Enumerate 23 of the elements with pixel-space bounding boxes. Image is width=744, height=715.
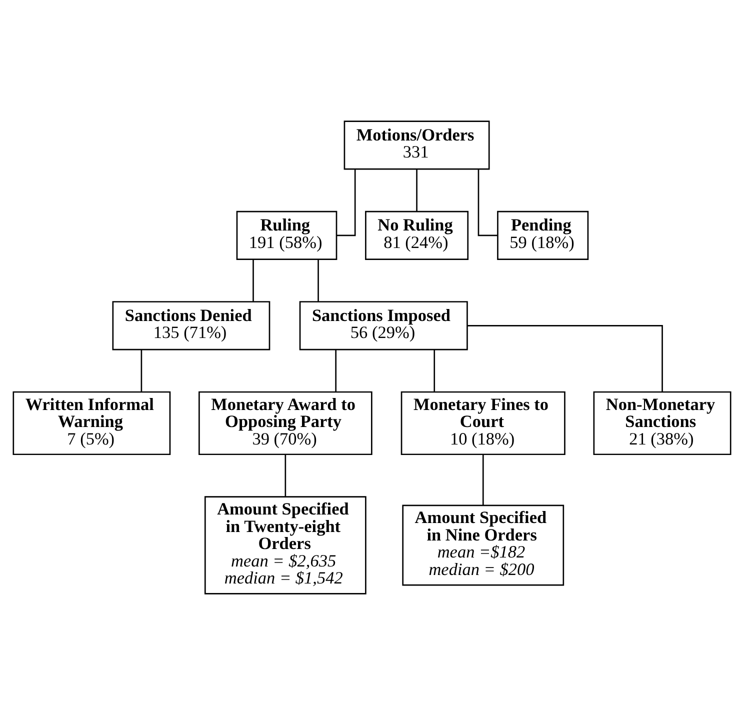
node-box: Monetary Award to Opposing Party 39 (70%) — [198, 391, 372, 456]
connector — [336, 169, 356, 236]
node-box: Non-Monetary Sanctions 21 (38%) — [593, 391, 732, 456]
connector — [478, 169, 498, 236]
node-box: Monetary Fines to Court 10 (18%) — [400, 391, 566, 456]
connector — [482, 454, 484, 506]
node-box: Amount Specified in Nine Orders mean =$182 median = $200 — [402, 504, 564, 586]
connector — [416, 169, 418, 212]
node-box: Amount Specified in Twenty-eight Orders mean = $2,635 median = $1,542 — [204, 496, 366, 594]
node-box: Pending 59 (18%) — [497, 210, 589, 260]
node-box: Motions/Orders 331 — [344, 120, 490, 170]
node-box: Written Informal Warning 7 (5%) — [12, 391, 171, 456]
node-box: No Ruling 81 (24%) — [365, 210, 469, 260]
connector — [140, 350, 142, 392]
node-box: Ruling 191 (58%) — [236, 210, 338, 260]
connector — [434, 350, 436, 392]
connector — [252, 260, 254, 302]
connector — [467, 325, 663, 392]
connector — [318, 260, 319, 302]
connector — [335, 350, 336, 392]
connector — [284, 454, 286, 496]
node-box: Sanctions Denied 135 (71%) — [112, 301, 270, 350]
node-box: Sanctions Imposed 56 (29%) — [299, 301, 468, 350]
